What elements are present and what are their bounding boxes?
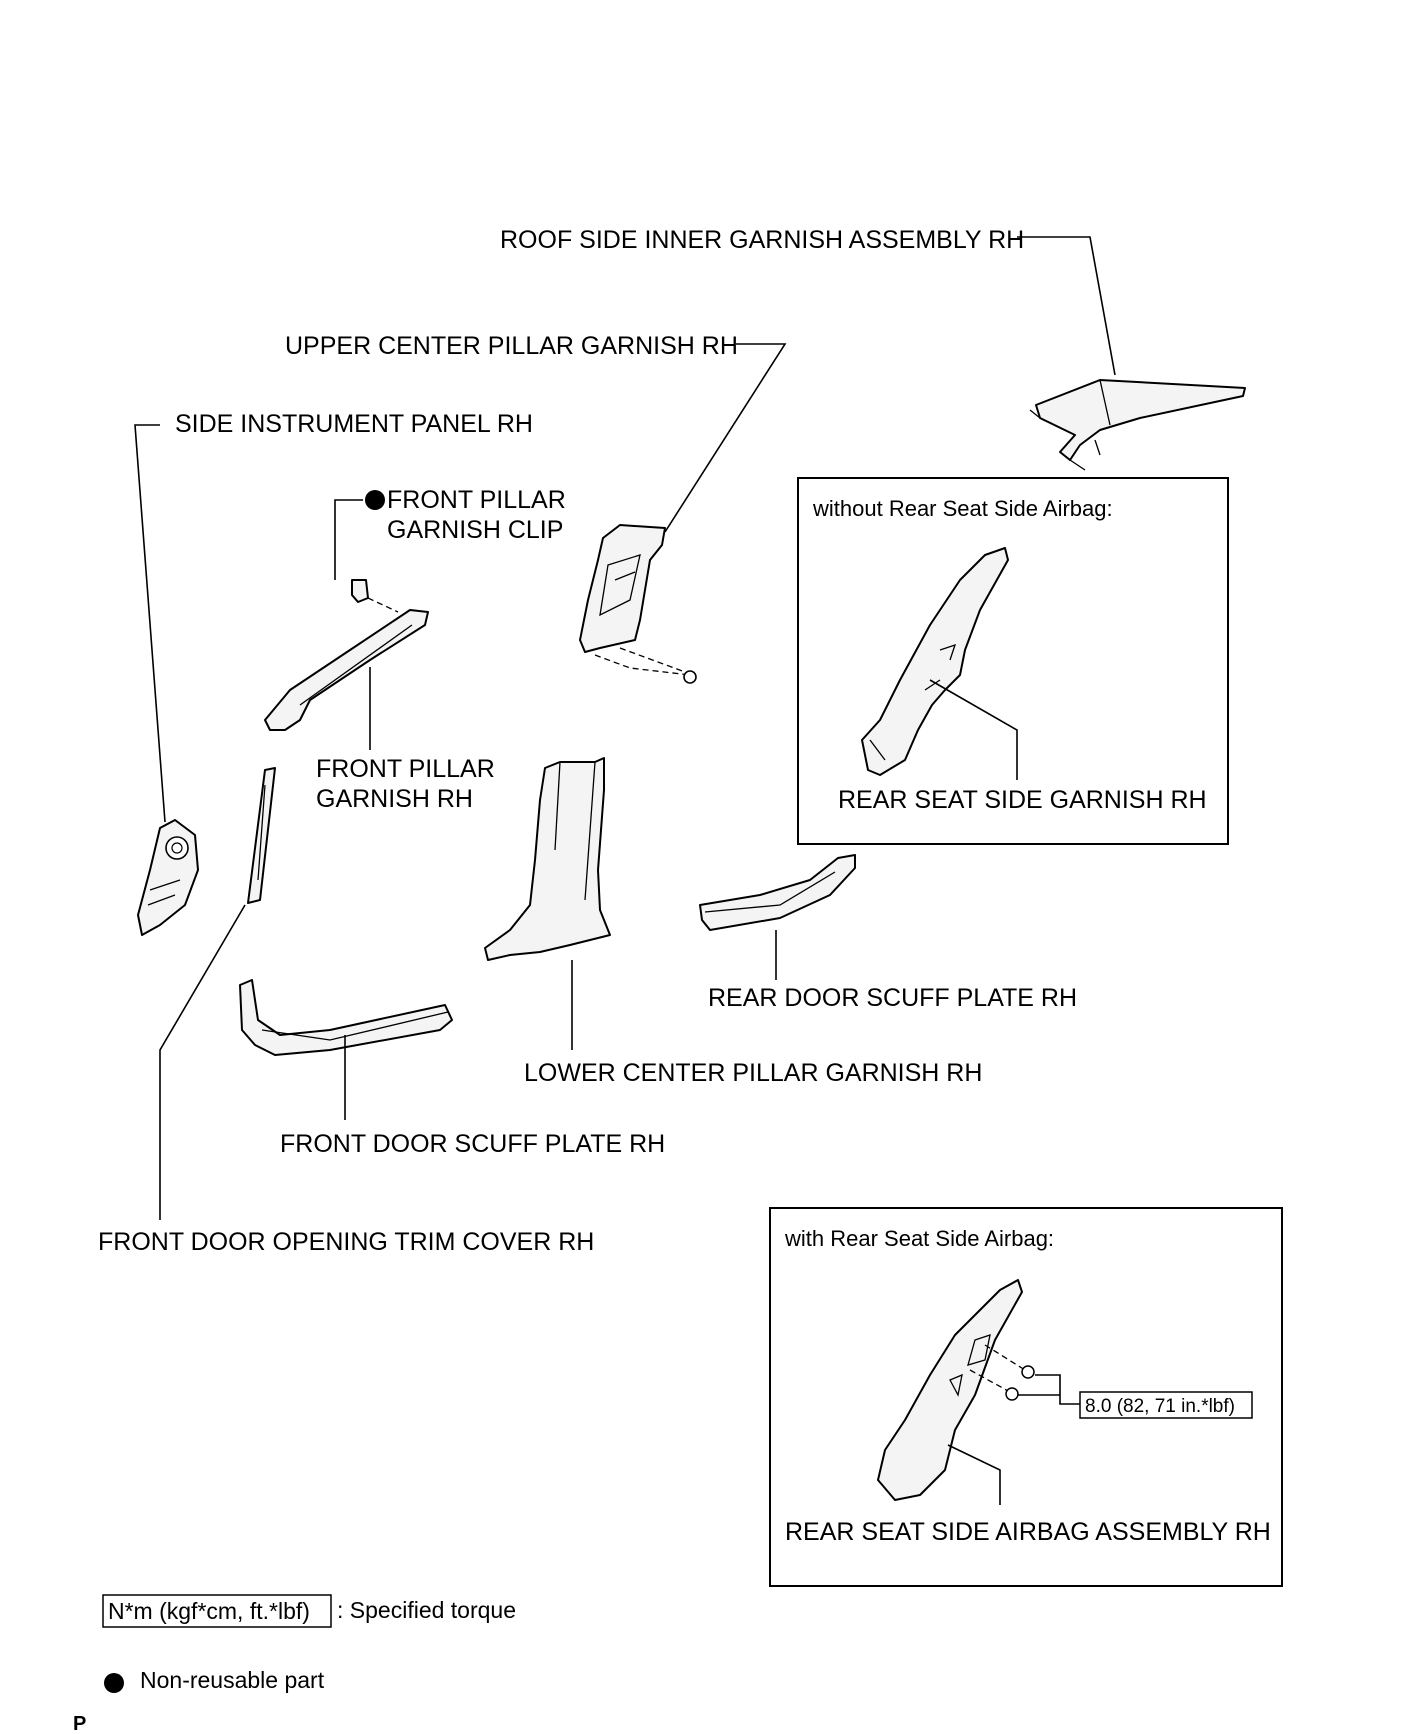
without-airbag-inset: [797, 477, 1229, 845]
label-roof-side-inner-garnish: ROOF SIDE INNER GARNISH ASSEMBLY RH: [500, 226, 1024, 254]
label-upper-center-pillar-garnish: UPPER CENTER PILLAR GARNISH RH: [285, 332, 738, 360]
torque-value-box: [1079, 1391, 1253, 1419]
rear-door-scuff-plate-part: [699, 854, 856, 931]
legend-torque-unit-box: [102, 1594, 332, 1628]
non-reusable-icon: [104, 1673, 124, 1693]
label-rear-door-scuff-plate: REAR DOOR SCUFF PLATE RH: [708, 984, 1077, 1012]
lower-center-pillar-garnish-part: [484, 757, 611, 961]
front-pillar-garnish-clip-part: [351, 579, 399, 613]
rear-seat-side-airbag-part: [877, 1279, 1035, 1501]
roof-side-inner-garnish-part: [1029, 379, 1246, 471]
label-lower-center-pillar-garnish: LOWER CENTER PILLAR GARNISH RH: [524, 1059, 982, 1087]
legend-torque-text: : Specified torque: [337, 1597, 516, 1623]
legend-torque-unit: N*m (kgf*cm, ft.*lbf): [108, 1598, 310, 1624]
label-rear-seat-side-garnish: REAR SEAT SIDE GARNISH RH: [838, 786, 1207, 814]
legend-non-reusable-text: Non-reusable part: [140, 1667, 325, 1693]
label-rear-seat-side-airbag-assembly: REAR SEAT SIDE AIRBAG ASSEMBLY RH: [785, 1518, 1271, 1546]
rear-seat-side-garnish-part: [861, 547, 1009, 776]
bolt-icon: [683, 670, 697, 684]
bolt-icon: [1005, 1387, 1019, 1401]
label-side-instrument-panel: SIDE INSTRUMENT PANEL RH: [175, 410, 533, 438]
front-door-opening-trim-cover-part: [247, 767, 276, 904]
upper-center-pillar-garnish-part: [579, 524, 697, 684]
label-front-door-opening-trim-cover: FRONT DOOR OPENING TRIM COVER RH: [98, 1228, 594, 1256]
label-front-door-scuff-plate: FRONT DOOR SCUFF PLATE RH: [280, 1130, 665, 1158]
non-reusable-bullet-icon: [365, 490, 385, 510]
without-airbag-title: without Rear Seat Side Airbag:: [812, 496, 1113, 521]
label-front-pillar-garnish-1: FRONT PILLAR: [316, 755, 495, 783]
page-mark: P: [73, 1713, 86, 1734]
bolt-icon: [1021, 1365, 1035, 1379]
label-front-pillar-garnish-clip-1: FRONT PILLAR: [387, 486, 566, 514]
label-front-pillar-garnish-2: GARNISH RH: [316, 785, 473, 813]
torque-value: 8.0 (82, 71 in.*lbf): [1085, 1396, 1235, 1417]
front-pillar-garnish-part: [264, 609, 429, 731]
front-door-scuff-plate-part: [239, 979, 453, 1056]
with-airbag-inset: [769, 1207, 1283, 1587]
with-airbag-title: with Rear Seat Side Airbag:: [784, 1226, 1054, 1251]
label-front-pillar-garnish-clip-2: GARNISH CLIP: [387, 516, 563, 544]
side-instrument-panel-part: [137, 819, 199, 936]
